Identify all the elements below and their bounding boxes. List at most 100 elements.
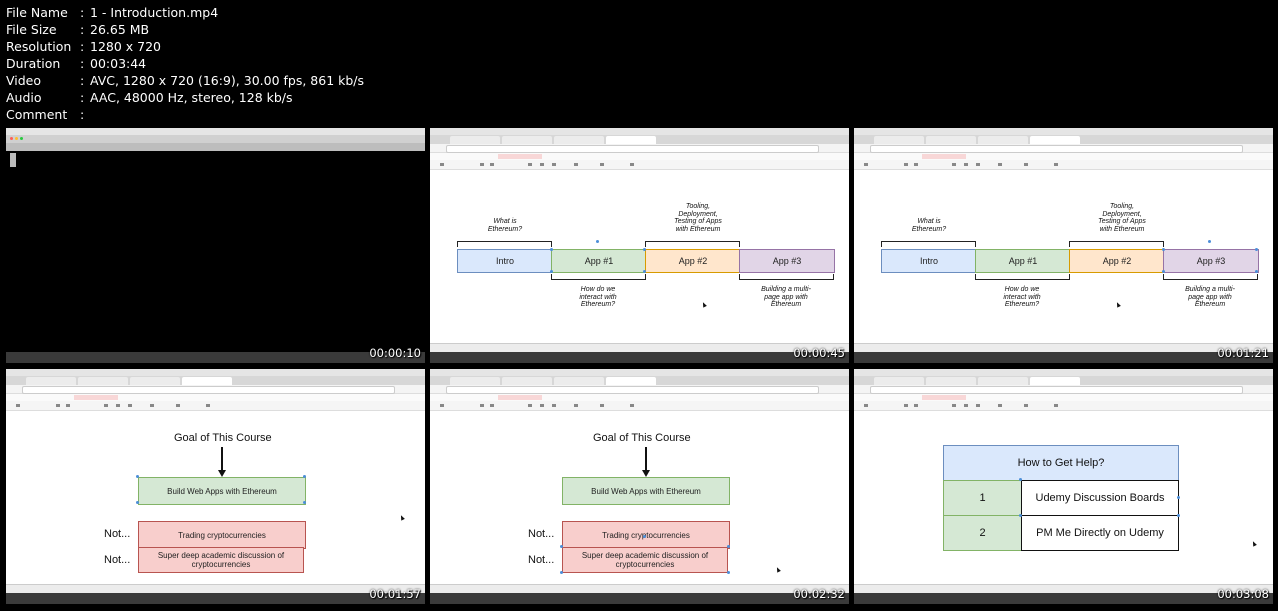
browser-tab[interactable] (502, 136, 552, 144)
not-box-academic[interactable]: Super deep academic discussion of crypto… (138, 547, 304, 573)
browser-tab[interactable] (130, 377, 180, 385)
thumbnail-terminal[interactable]: 00:00:10 (6, 128, 425, 363)
selection-handle[interactable] (727, 545, 730, 548)
selection-handle[interactable] (550, 270, 553, 273)
tool-icon[interactable] (16, 404, 20, 407)
selection-handle[interactable] (560, 545, 563, 548)
tool-icon[interactable] (490, 404, 494, 407)
tool-icon[interactable] (964, 404, 968, 407)
terminal-screen[interactable] (6, 151, 425, 352)
help-row-number[interactable]: 2 (943, 515, 1022, 551)
tool-icon[interactable] (552, 404, 556, 407)
box-app-3[interactable]: App #3 (1163, 249, 1259, 273)
help-row-text[interactable]: PM Me Directly on Udemy (1021, 515, 1179, 551)
box-app-1[interactable]: App #1 (975, 249, 1071, 273)
tool-icon[interactable] (904, 404, 908, 407)
tool-icon[interactable] (480, 163, 484, 166)
tool-icon[interactable] (540, 163, 544, 166)
tool-icon[interactable] (540, 404, 544, 407)
tool-icon[interactable] (528, 163, 532, 166)
selection-handle[interactable] (136, 501, 139, 504)
box-app-2[interactable]: App #2 (645, 249, 741, 273)
thumbnail-course-goal[interactable]: Goal of This Course Build Web Apps with … (6, 369, 425, 604)
tool-icon[interactable] (976, 163, 980, 166)
not-box-trading[interactable]: Trading cryptocurrencies (562, 521, 730, 549)
selection-handle[interactable] (560, 571, 563, 574)
tool-icon[interactable] (176, 404, 180, 407)
url-input[interactable] (870, 386, 1243, 394)
thumbnail-course-goal[interactable]: Goal of This Course Build Web Apps with … (430, 369, 849, 604)
tool-icon[interactable] (600, 404, 604, 407)
selection-handle[interactable] (303, 475, 306, 478)
browser-tab[interactable] (26, 377, 76, 385)
tool-icon[interactable] (574, 404, 578, 407)
url-input[interactable] (22, 386, 395, 394)
help-row-number[interactable]: 1 (943, 480, 1022, 516)
tool-icon[interactable] (998, 404, 1002, 407)
tool-icon[interactable] (1024, 163, 1028, 166)
selection-handle[interactable] (1019, 514, 1022, 517)
thumbnail-help[interactable]: How to Get Help? 1 Udemy Discussion Boar… (854, 369, 1273, 604)
selection-handle[interactable] (1177, 514, 1180, 517)
tool-icon[interactable] (490, 163, 494, 166)
box-app-1[interactable]: App #1 (551, 249, 647, 273)
goal-box[interactable]: Build Web Apps with Ethereum (138, 477, 306, 505)
rotate-handle[interactable] (643, 535, 646, 538)
selection-handle[interactable] (1255, 270, 1258, 273)
browser-tab-active[interactable] (1030, 136, 1080, 144)
selection-handle[interactable] (727, 571, 730, 574)
tool-icon[interactable] (440, 163, 444, 166)
tool-icon[interactable] (630, 163, 634, 166)
selection-handle[interactable] (1162, 248, 1165, 251)
selection-handle[interactable] (1177, 496, 1180, 499)
tool-icon[interactable] (552, 163, 556, 166)
url-input[interactable] (870, 145, 1243, 153)
browser-tab[interactable] (554, 136, 604, 144)
help-title[interactable]: How to Get Help? (943, 445, 1179, 481)
tool-icon[interactable] (998, 163, 1002, 166)
selection-handle[interactable] (550, 248, 553, 251)
tool-icon[interactable] (150, 404, 154, 407)
tool-icon[interactable] (574, 163, 578, 166)
selection-handle[interactable] (303, 501, 306, 504)
tool-icon[interactable] (630, 404, 634, 407)
tool-icon[interactable] (128, 404, 132, 407)
tool-icon[interactable] (1054, 404, 1058, 407)
tool-icon[interactable] (952, 404, 956, 407)
browser-tab[interactable] (874, 136, 924, 144)
box-app-3[interactable]: App #3 (739, 249, 835, 273)
goal-box[interactable]: Build Web Apps with Ethereum (562, 477, 730, 505)
browser-tab[interactable] (450, 377, 500, 385)
browser-tab[interactable] (978, 377, 1028, 385)
box-app-2[interactable]: App #2 (1069, 249, 1165, 273)
tool-icon[interactable] (914, 404, 918, 407)
rotate-handle[interactable] (596, 240, 599, 243)
url-input[interactable] (446, 386, 819, 394)
tool-icon[interactable] (206, 404, 210, 407)
rotate-handle[interactable] (1208, 240, 1211, 243)
thumbnail-timeline[interactable]: What is Ethereum? Tooling, Deployment, T… (854, 128, 1273, 363)
box-intro[interactable]: Intro (457, 249, 553, 273)
selection-handle[interactable] (643, 248, 646, 251)
tool-icon[interactable] (976, 404, 980, 407)
tool-icon[interactable] (952, 163, 956, 166)
tool-icon[interactable] (1024, 404, 1028, 407)
box-intro[interactable]: Intro (881, 249, 977, 273)
url-input[interactable] (446, 145, 819, 153)
tool-icon[interactable] (1054, 163, 1058, 166)
help-row-text[interactable]: Udemy Discussion Boards (1021, 480, 1179, 516)
browser-tab[interactable] (926, 377, 976, 385)
thumbnail-timeline[interactable]: What is Ethereum? Tooling, Deployment, T… (430, 128, 849, 363)
browser-tab-active[interactable] (606, 136, 656, 144)
selection-handle[interactable] (1255, 248, 1258, 251)
tool-icon[interactable] (914, 163, 918, 166)
browser-tab[interactable] (874, 377, 924, 385)
browser-tab[interactable] (502, 377, 552, 385)
browser-tab[interactable] (926, 136, 976, 144)
tool-icon[interactable] (440, 404, 444, 407)
tool-icon[interactable] (56, 404, 60, 407)
tool-icon[interactable] (116, 404, 120, 407)
browser-tab[interactable] (554, 377, 604, 385)
tool-icon[interactable] (480, 404, 484, 407)
tool-icon[interactable] (864, 163, 868, 166)
